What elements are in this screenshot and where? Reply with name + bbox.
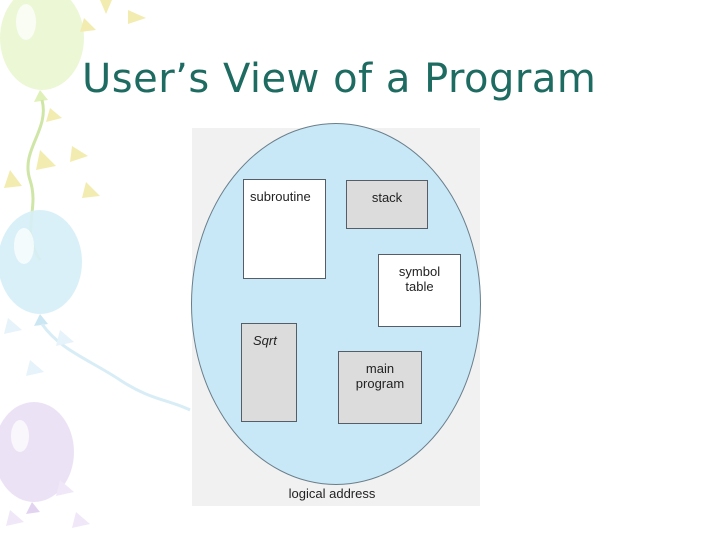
balloon-icon <box>0 210 191 412</box>
subroutine-label: subroutine <box>250 189 311 204</box>
symbol-table-segment: symbol table <box>378 254 461 327</box>
stack-label: stack <box>371 190 403 205</box>
subroutine-segment: subroutine <box>243 179 326 279</box>
page-title: User’s View of a Program <box>82 56 597 102</box>
sqrt-label: Sqrt <box>253 333 277 348</box>
sparkle-decorations <box>4 0 146 198</box>
stack-segment: stack <box>346 180 428 229</box>
main-program-label: main program <box>355 361 405 391</box>
diagram-caption: logical address <box>288 486 376 501</box>
symbol-table-label: symbol table <box>398 264 441 294</box>
main-program-segment: main program <box>338 351 422 424</box>
sqrt-segment: Sqrt <box>241 323 297 422</box>
balloon-icon <box>0 402 74 514</box>
